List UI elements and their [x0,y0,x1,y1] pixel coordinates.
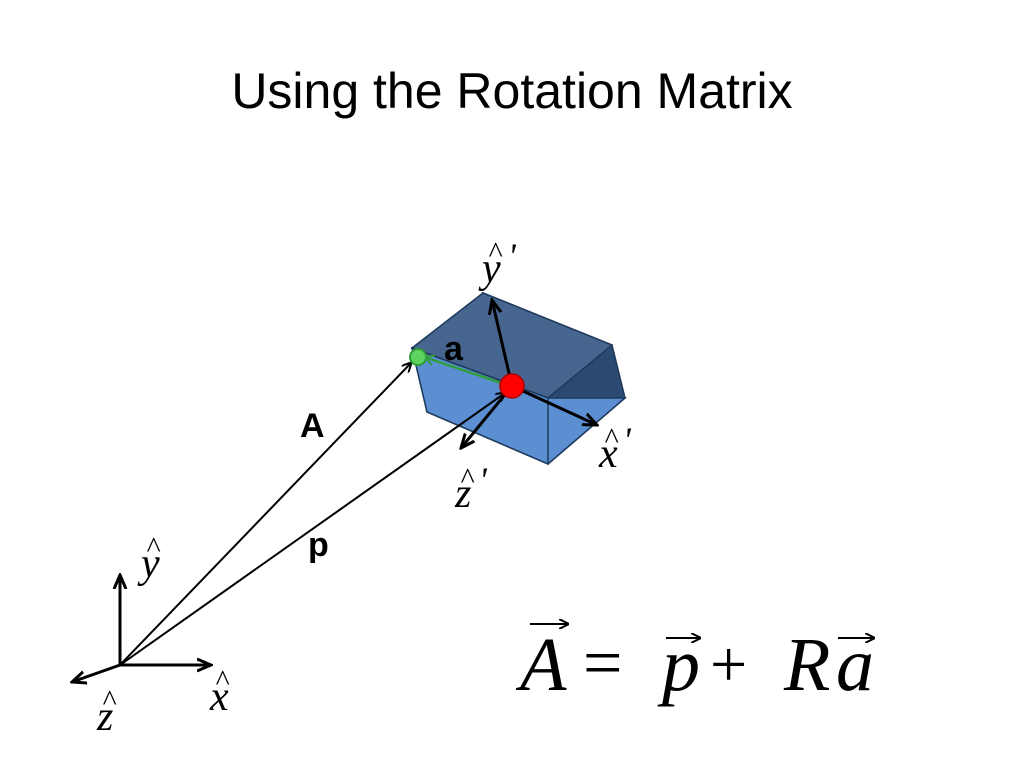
x-hat-letter: x [209,674,229,720]
z-prime-axis [461,385,514,448]
prime-mark: ' [479,460,488,500]
y-prime-letter: y [478,246,501,292]
eq-equals: = [583,625,622,702]
equation: A = p + R a [515,623,874,707]
x-prime-axis [511,384,597,425]
slide-title: Using the Rotation Matrix [231,63,793,119]
vector-p-line [119,393,505,666]
vector-A-line [119,363,411,666]
label-p: p [308,526,329,564]
z-prime-letter: z [454,471,471,517]
prime-mark: ' [508,236,517,276]
x-prime-letter: x [598,431,618,477]
label-a: a [444,330,464,368]
label-z-hat-prime: ^ z ' [454,460,488,517]
eq-a: a [836,623,874,707]
hat-mark: ^ [102,684,117,717]
body-origin-point [499,373,525,399]
y-prime-axis [492,300,514,387]
y-hat-letter: y [137,541,160,587]
hat-mark: ^ [146,531,161,564]
label-A: A [300,407,325,445]
hat-mark: ^ [460,462,475,495]
z-hat-letter: z [96,694,113,740]
eq-plus: + [710,628,747,701]
hat-mark: ^ [488,236,503,269]
eq-p: p [657,623,700,707]
hat-mark: ^ [215,664,230,697]
label-x-hat-prime: ^ x ' [598,420,632,477]
label-x-hat: ^ x [209,664,230,720]
hat-mark: ^ [604,422,619,455]
label-y-hat-prime: ^ y ' [478,236,517,292]
z-axis [72,663,121,682]
label-z-hat: ^ z [96,684,117,740]
label-y-hat: ^ y [137,531,161,587]
eq-R: R [783,623,830,707]
eq-A: A [515,623,567,707]
vector-a-line [424,357,511,388]
target-point [409,348,427,366]
prime-mark: ' [623,420,632,460]
